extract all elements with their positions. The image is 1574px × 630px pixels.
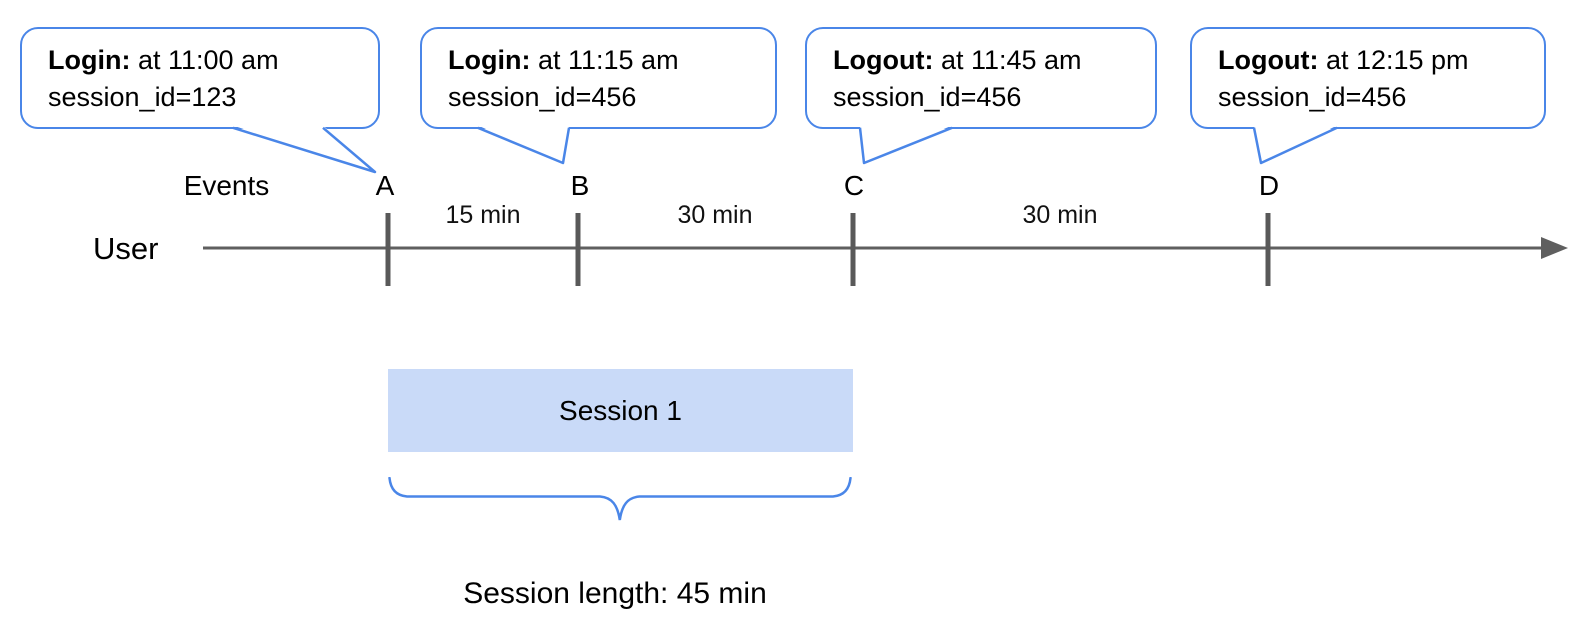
- timeline-arrowhead-icon: [1541, 237, 1568, 259]
- interval-label-cd: 30 min: [1022, 201, 1098, 229]
- interval-label-ab: 15 min: [445, 201, 521, 229]
- callout-line-event: Login: at 11:00 am: [48, 42, 378, 79]
- user-row-label: User: [93, 231, 159, 266]
- session-length-brace-icon: [388, 477, 852, 521]
- brace-path: [388, 477, 852, 521]
- callout-line-event: Logout: at 11:45 am: [833, 42, 1155, 79]
- callout-login-a: Login: at 11:00 am session_id=123: [20, 27, 380, 129]
- event-type-label: Login:: [448, 45, 531, 75]
- event-letter-c: C: [843, 170, 865, 201]
- event-time-text: at 11:00 am: [130, 45, 279, 75]
- callout-logout-d: Logout: at 12:15 pm session_id=456: [1190, 27, 1546, 129]
- callout-line-session: session_id=456: [448, 82, 637, 112]
- session-length-caption: Session length: 45 min: [463, 577, 767, 610]
- event-letter-d: D: [1258, 170, 1280, 201]
- event-type-label: Logout:: [1218, 45, 1319, 75]
- session-1-box: Session 1: [388, 369, 853, 452]
- event-time-text: at 12:15 pm: [1318, 45, 1469, 75]
- callout-line-event: Logout: at 12:15 pm: [1218, 42, 1544, 79]
- callout-logout-c: Logout: at 11:45 am session_id=456: [805, 27, 1157, 129]
- event-type-label: Login:: [48, 45, 131, 75]
- events-row-label: Events: [183, 170, 270, 201]
- callout-line-session: session_id=123: [48, 82, 237, 112]
- event-type-label: Logout:: [833, 45, 934, 75]
- callout-line-event: Login: at 11:15 am: [448, 42, 775, 79]
- callout-login-b: Login: at 11:15 am session_id=456: [420, 27, 777, 129]
- interval-label-bc: 30 min: [677, 201, 753, 229]
- event-letter-b: B: [570, 170, 590, 201]
- event-time-text: at 11:45 am: [933, 45, 1082, 75]
- callout-line-session: session_id=456: [833, 82, 1022, 112]
- session-box-label: Session 1: [559, 394, 682, 426]
- callout-line-session: session_id=456: [1218, 82, 1407, 112]
- event-letter-a: A: [375, 170, 395, 201]
- event-time-text: at 11:15 am: [530, 45, 679, 75]
